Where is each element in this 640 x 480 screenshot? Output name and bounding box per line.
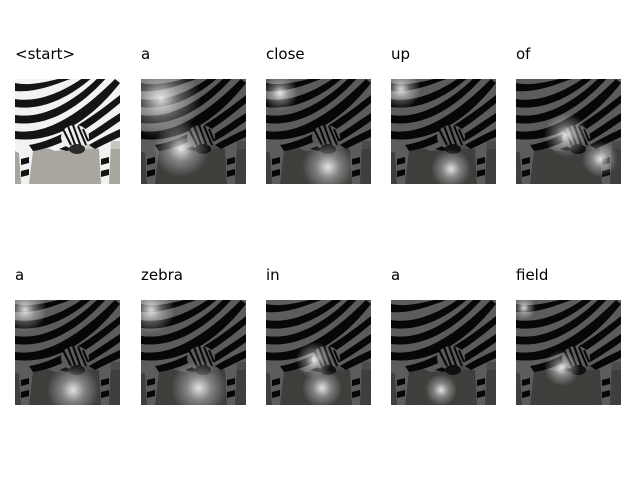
attention-map-image xyxy=(266,300,371,405)
caption-step: field xyxy=(516,266,622,406)
caption-word: a xyxy=(391,266,401,284)
attention-map-image xyxy=(15,300,120,405)
caption-step: <start> xyxy=(15,45,121,185)
attention-map-image xyxy=(516,79,621,184)
caption-word: a xyxy=(15,266,25,284)
caption-step: a xyxy=(391,266,497,406)
caption-word: field xyxy=(516,266,549,284)
caption-word: <start> xyxy=(15,45,76,63)
caption-step: up xyxy=(391,45,497,185)
attention-map-image xyxy=(141,79,246,184)
caption-word: in xyxy=(266,266,280,284)
caption-word: of xyxy=(516,45,531,63)
caption-step: a xyxy=(15,266,121,406)
attention-map-image xyxy=(266,79,371,184)
caption-step: zebra xyxy=(141,266,247,406)
caption-word: up xyxy=(391,45,411,63)
caption-step: a xyxy=(141,45,247,185)
attention-map-image xyxy=(141,300,246,405)
caption-step: close xyxy=(266,45,372,185)
caption-step: in xyxy=(266,266,372,406)
zebra-photo-image xyxy=(15,79,120,184)
attention-map-image xyxy=(391,300,496,405)
caption-step: of xyxy=(516,45,622,185)
caption-word: close xyxy=(266,45,305,63)
caption-word: zebra xyxy=(141,266,183,284)
caption-word: a xyxy=(141,45,151,63)
attention-map-image xyxy=(516,300,621,405)
attention-map-image xyxy=(391,79,496,184)
